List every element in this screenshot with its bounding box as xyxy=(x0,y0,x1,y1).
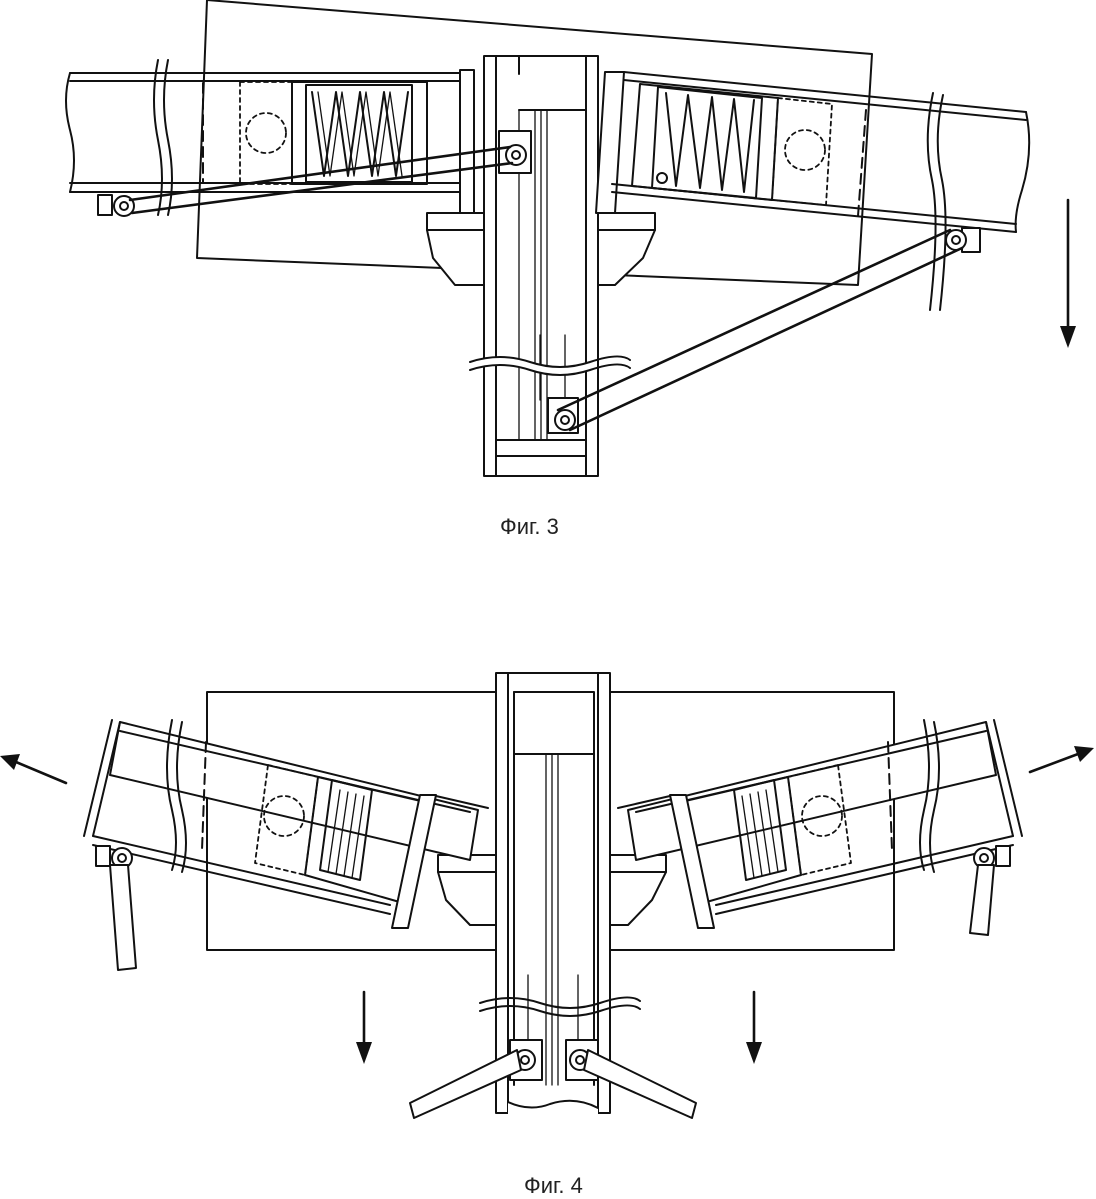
fig4-left-arm xyxy=(0,719,489,971)
fig4-right-arm xyxy=(617,719,1094,936)
figure-4-caption: Фиг. 4 xyxy=(524,1173,583,1198)
figure-3-drawing xyxy=(65,0,1076,477)
fig3-down-arrow xyxy=(1060,198,1076,348)
fig3-central-column xyxy=(469,55,631,477)
fig4-central-column xyxy=(409,672,697,1119)
fig4-down-arrow-right xyxy=(746,990,762,1064)
figure-4-drawing xyxy=(0,672,1094,1119)
figure-3-caption: Фиг. 3 xyxy=(500,514,559,539)
fig3-right-arm xyxy=(556,71,1031,432)
fig4-down-arrow-left xyxy=(356,990,372,1064)
fig3-left-arm xyxy=(65,59,514,217)
